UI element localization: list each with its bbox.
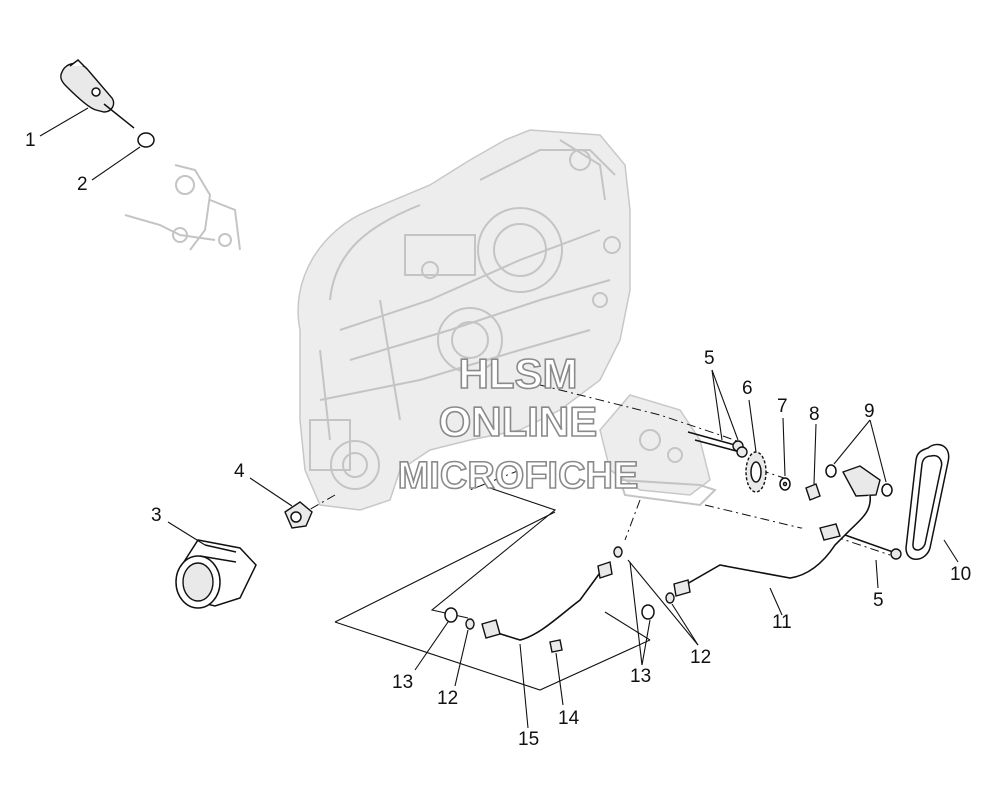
part-banjo-orings [825, 464, 893, 497]
watermark-line-2: ONLINE [439, 398, 598, 445]
callout-2: 2 [77, 174, 88, 195]
callout-9: 9 [864, 401, 875, 422]
part-dipstick-oring [137, 132, 155, 148]
part-sprocket [745, 451, 767, 493]
callout-4: 4 [234, 461, 245, 482]
callout-13-right: 13 [630, 666, 651, 687]
bracket-ghost [124, 164, 241, 251]
callout-11: 11 [772, 612, 792, 633]
oil-pump-ghost [599, 394, 717, 507]
watermark-line-1: HLSM [459, 350, 578, 397]
callout-12-right: 12 [690, 647, 711, 668]
callout-13-left: 13 [392, 672, 413, 693]
part-dipstick [60, 59, 135, 129]
part-oil-filter [175, 539, 257, 609]
callout-1: 1 [25, 130, 36, 151]
callout-3: 3 [151, 505, 162, 526]
callout-12-left: 12 [437, 688, 458, 709]
leader-lines [39, 107, 959, 729]
watermark: HLSM ONLINE MICROFICHE [397, 349, 639, 498]
part-oil-line-lower [481, 561, 613, 641]
part-oil-line [673, 494, 871, 597]
part-screw [549, 639, 563, 653]
part-bolt-lower [844, 534, 902, 560]
callout-labels: 1 2 3 4 5 6 7 8 9 10 11 5 12 13 13 12 14… [25, 130, 971, 750]
callout-6: 6 [742, 378, 753, 399]
assembly-outline [334, 487, 651, 691]
callout-5-upper: 5 [704, 348, 715, 369]
part-belt [905, 443, 950, 560]
part-washer [779, 477, 791, 491]
callout-14: 14 [558, 708, 580, 729]
callout-7: 7 [777, 396, 788, 417]
watermark-line-3: MICROFICHE [398, 455, 639, 497]
callout-8: 8 [809, 404, 820, 425]
engine-crankcase-ghost [297, 129, 631, 511]
callout-5-lower: 5 [873, 590, 884, 611]
part-fitting [284, 501, 313, 529]
part-washers [444, 546, 675, 630]
callout-15: 15 [518, 729, 539, 750]
part-sprocket-bolt [805, 483, 821, 501]
callout-10: 10 [950, 564, 971, 585]
part-bolts-upper [687, 431, 748, 458]
